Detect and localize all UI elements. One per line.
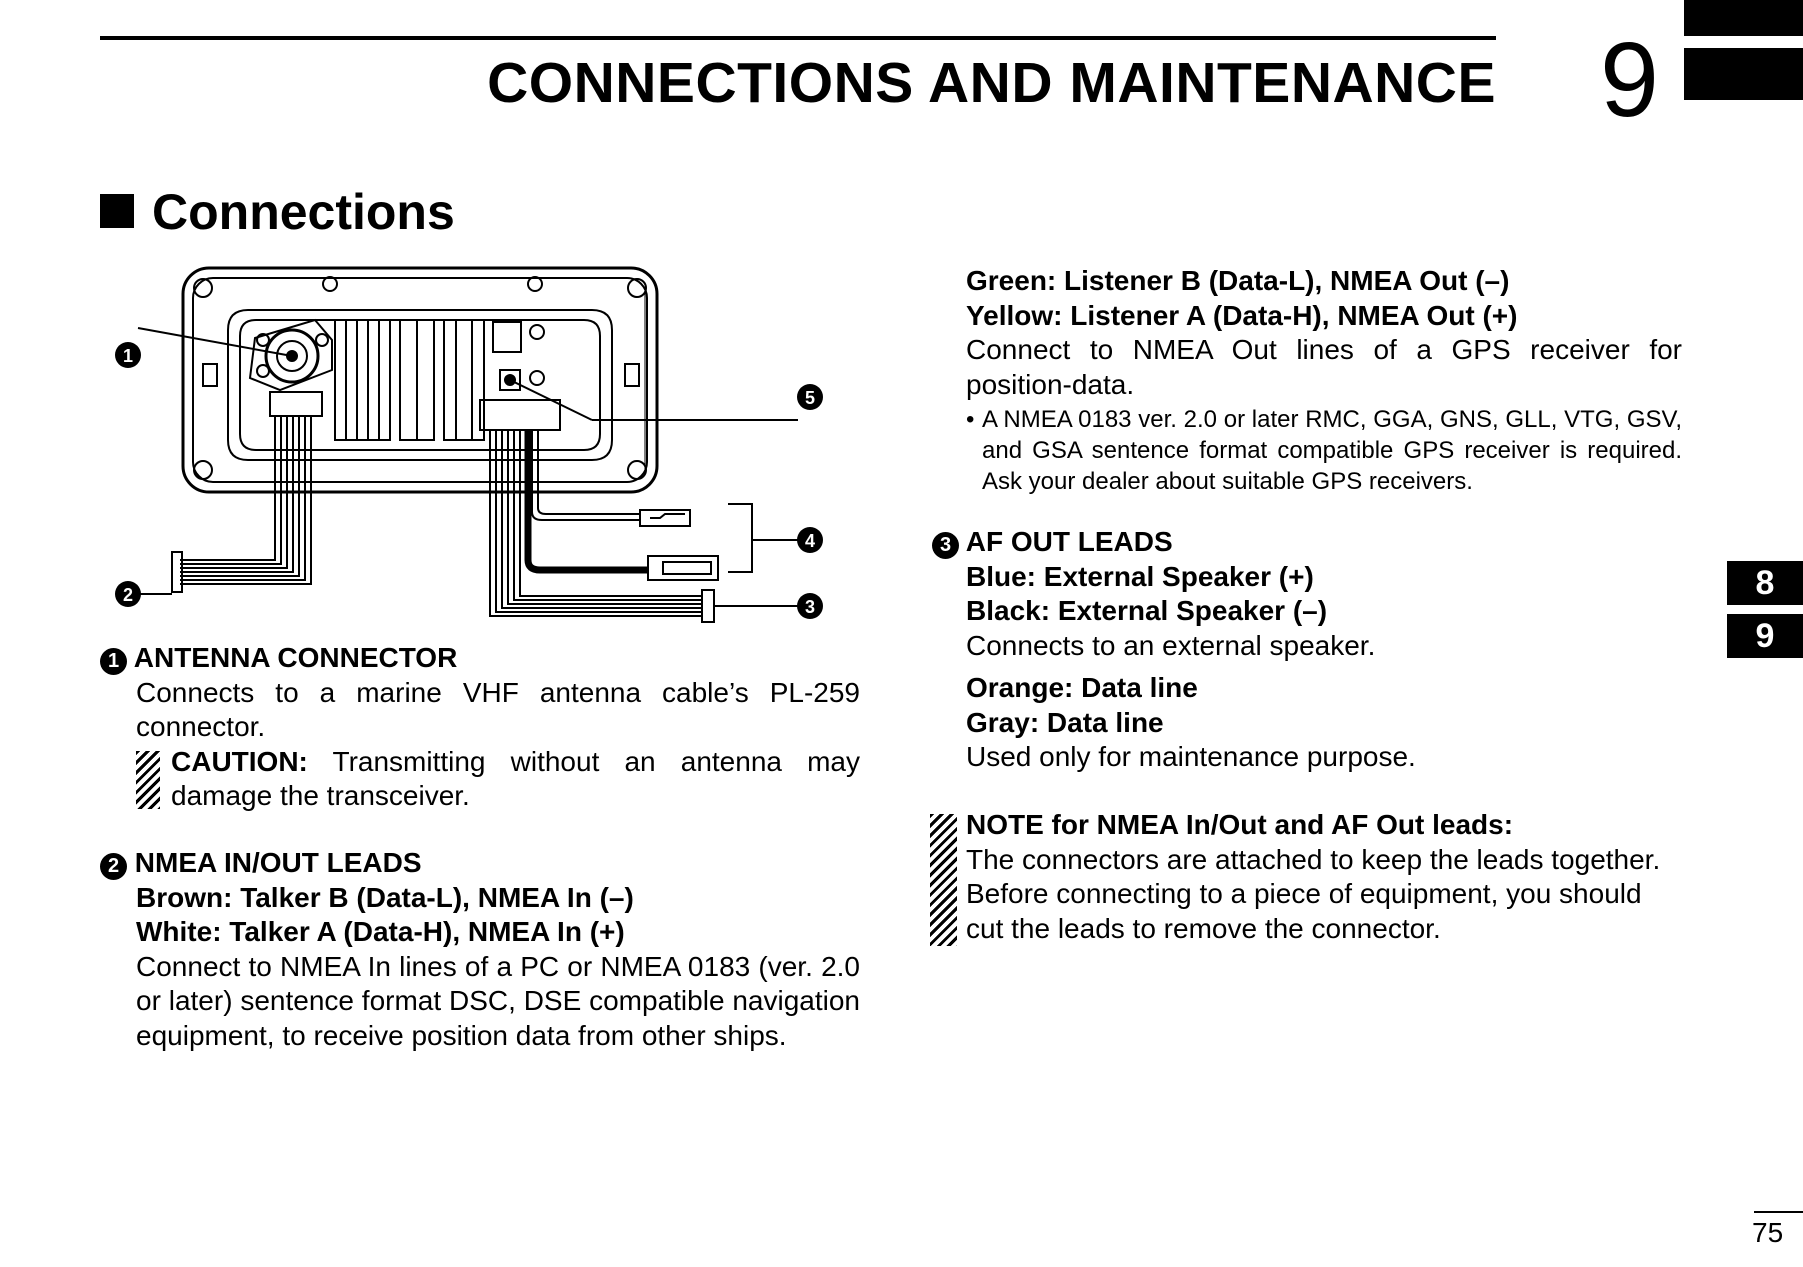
- note-body: The connectors are attached to keep the …: [966, 843, 1661, 944]
- bullet-text: A NMEA 0183 ver. 2.0 or later RMC, GGA, …: [982, 406, 1682, 495]
- nmea-out-block: Green: Listener B (Data-L), NMEA Out (–)…: [966, 264, 1682, 497]
- orange-lead-line: Orange: Data line: [966, 672, 1198, 703]
- page-number-rule: [1754, 1211, 1803, 1213]
- svg-text:4: 4: [805, 531, 815, 551]
- blue-lead-line: Blue: External Speaker (+): [966, 560, 1314, 592]
- number-badge: 1: [100, 648, 127, 675]
- caution-text: CAUTION: Transmitting without an antenna…: [171, 745, 860, 814]
- callout-2: 2: [115, 581, 141, 607]
- chapter-tab-upper: [1684, 0, 1803, 36]
- item-nmea-leads: 2 NMEA IN/OUT LEADS Brown: Talker B (Dat…: [100, 846, 860, 1053]
- callout-5: 5: [797, 384, 823, 410]
- item-heading: 3 AF OUT LEADS: [932, 525, 1682, 560]
- green-lead-line: Green: Listener B (Data-L), NMEA Out (–): [966, 265, 1510, 296]
- section-title-text: Connections: [152, 184, 455, 240]
- header-rule: [100, 36, 1496, 40]
- svg-text:1: 1: [123, 346, 133, 366]
- item-af-out-leads: 3 AF OUT LEADS Blue: External Speaker (+…: [932, 525, 1682, 775]
- item-heading: 2 NMEA IN/OUT LEADS: [100, 846, 860, 881]
- note-title: NOTE for NMEA In/Out and AF Out leads:: [966, 809, 1514, 840]
- item-heading-text: AF OUT LEADS: [965, 526, 1173, 557]
- number-badge: 2: [100, 853, 127, 880]
- callout-3: 3: [797, 593, 823, 619]
- svg-text:3: 3: [805, 597, 815, 617]
- gps-requirement-bullet: • A NMEA 0183 ver. 2.0 or later RMC, GGA…: [966, 404, 1682, 497]
- callout-1: 1: [115, 342, 141, 368]
- gray-lead-line: Gray: Data line: [966, 706, 1164, 738]
- page-number: 75: [1752, 1217, 1784, 1248]
- callout-4: 4: [797, 527, 823, 553]
- item-body: Connects to a marine VHF antenna cable’s…: [136, 676, 860, 743]
- white-lead-line: White: Talker A (Data-H), NMEA In (+): [136, 916, 625, 947]
- item-antenna-connector: 1 ANTENNA CONNECTOR Connects to a marine…: [100, 641, 860, 814]
- af-body: Connects to an external speaker.: [966, 629, 1376, 661]
- chapter-title: CONNECTIONS AND MAINTENANCE: [487, 51, 1496, 115]
- nmea-out-body: Connect to NMEA Out lines of a GPS recei…: [966, 334, 1682, 400]
- bullet-icon: •: [966, 406, 975, 433]
- item-body: Connect to NMEA In lines of a PC or NMEA…: [136, 950, 860, 1051]
- chapter-number: 9: [1600, 21, 1659, 139]
- side-tab-chapter-8[interactable]: 8: [1727, 561, 1803, 605]
- maintenance-body: Used only for maintenance purpose.: [966, 741, 1416, 772]
- number-badge: 3: [932, 532, 959, 559]
- black-lead-line: Black: External Speaker (–): [966, 595, 1328, 626]
- note-content: NOTE for NMEA In/Out and AF Out leads: T…: [966, 808, 1682, 946]
- caution-hatch-icon: [136, 750, 160, 809]
- caution-body: Transmitting without an antenna may dama…: [171, 745, 860, 812]
- note-block: NOTE for NMEA In/Out and AF Out leads: T…: [930, 808, 1682, 946]
- yellow-lead-line: Yellow: Listener A (Data-H), NMEA Out (+…: [966, 299, 1518, 331]
- chapter-tab-lower: [1684, 48, 1803, 100]
- svg-text:2: 2: [123, 585, 133, 605]
- caution-block: CAUTION: Transmitting without an antenna…: [136, 745, 860, 814]
- section-title: Connections: [100, 180, 455, 244]
- item-heading: 1 ANTENNA CONNECTOR: [100, 641, 860, 676]
- item-heading-text: NMEA IN/OUT LEADS: [134, 847, 422, 878]
- note-hatch-icon: [930, 814, 957, 946]
- svg-text:5: 5: [805, 388, 815, 408]
- item-heading-text: ANTENNA CONNECTOR: [133, 642, 458, 673]
- side-tab-chapter-9[interactable]: 9: [1727, 614, 1803, 658]
- caution-label: CAUTION:: [171, 745, 308, 777]
- rear-panel-diagram: 1 5 4 2 3: [115, 266, 823, 623]
- square-bullet-icon: [100, 194, 134, 228]
- brown-lead-line: Brown: Talker B (Data-L), NMEA In (–): [136, 881, 634, 913]
